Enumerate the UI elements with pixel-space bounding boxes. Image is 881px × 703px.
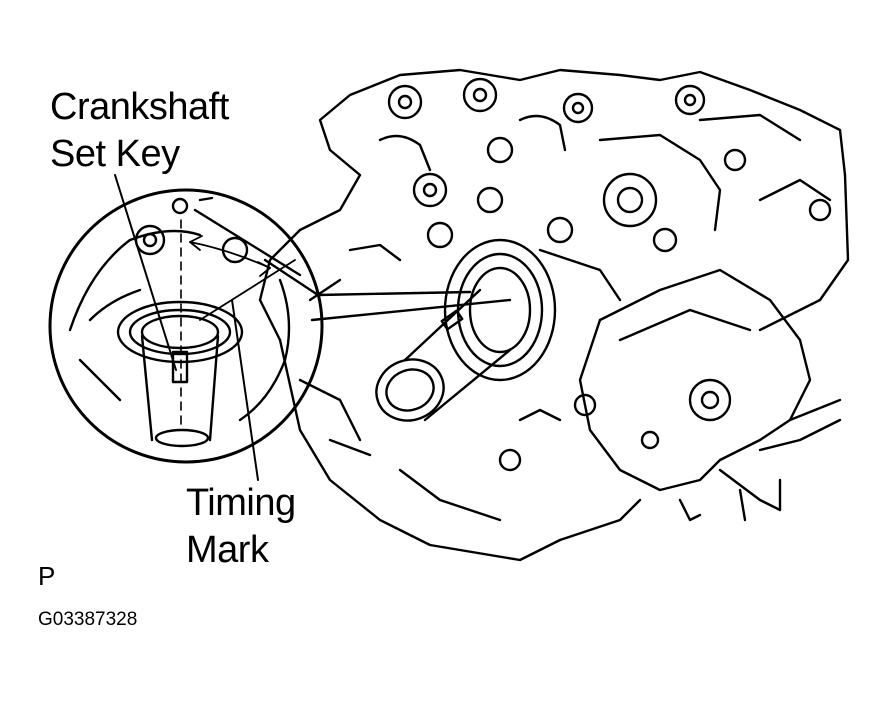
- figure-code: G03387328: [38, 609, 138, 630]
- engine-block: [258, 68, 850, 562]
- crankshaft-label-line1: Crankshaft: [50, 86, 229, 128]
- crankshaft-label-line2: Set Key: [50, 133, 180, 175]
- detail-magnifier: [48, 188, 324, 464]
- timing-mark-label-line1: Timing: [186, 482, 296, 524]
- label-leaders: [114, 174, 259, 481]
- corner-mark: P: [38, 561, 56, 591]
- timing-mark-label-line2: Mark: [186, 529, 269, 571]
- pump-housing: [578, 268, 842, 522]
- crankshaft-assembly: [375, 238, 557, 422]
